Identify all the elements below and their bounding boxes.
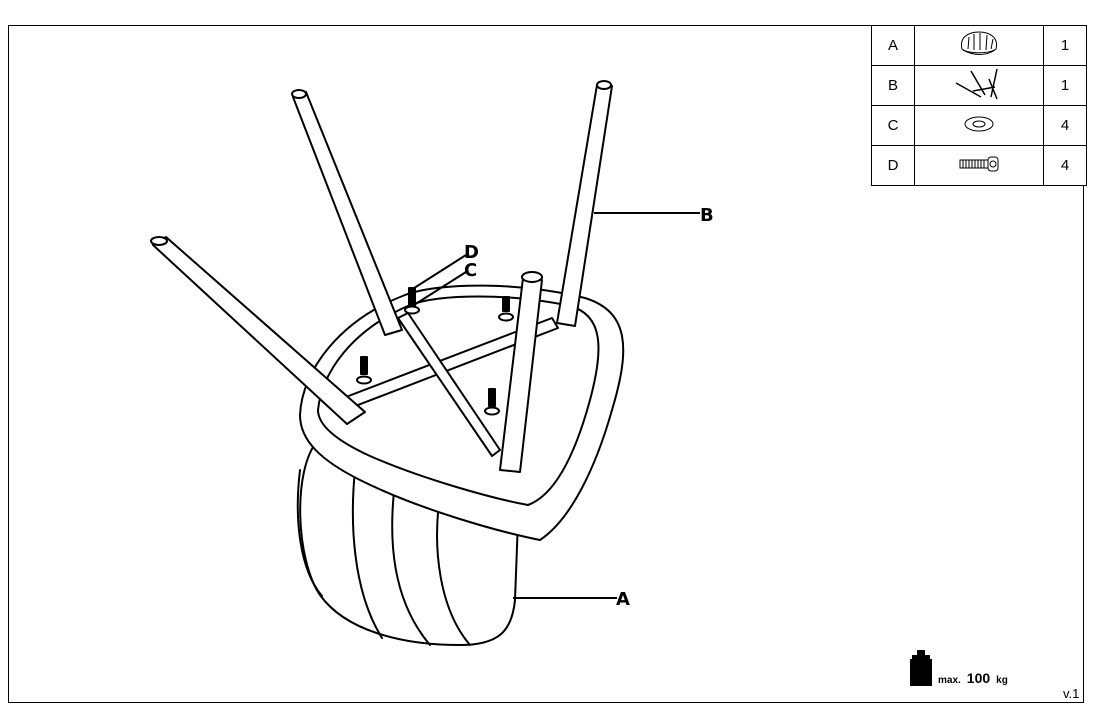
- chair-shell-icon: [960, 30, 998, 55]
- weight-capacity: max. 100 kg: [910, 650, 1008, 686]
- leg-frame-icon: [955, 68, 998, 99]
- callout-c: C: [464, 260, 477, 281]
- part-letter: B: [871, 65, 915, 106]
- parts-row: C 4: [871, 105, 1087, 146]
- drawing-frame: [8, 25, 1084, 703]
- callout-a: A: [616, 589, 630, 610]
- weight-icon: [910, 650, 932, 686]
- part-letter: D: [871, 145, 915, 186]
- part-image: [914, 105, 1044, 146]
- bolt-icon: [959, 156, 999, 171]
- parts-row: D 4: [871, 145, 1087, 186]
- part-quantity: 4: [1043, 145, 1087, 186]
- part-image: [914, 65, 1044, 106]
- part-letter: C: [871, 105, 915, 146]
- parts-table: A 1 B 1 C 4 D: [871, 25, 1087, 186]
- part-quantity: 1: [1043, 25, 1087, 66]
- part-letter: A: [871, 25, 915, 66]
- version-label: v.1: [1063, 686, 1080, 701]
- part-quantity: 1: [1043, 65, 1087, 106]
- leg-front-left: [152, 236, 366, 425]
- parts-row: B 1: [871, 65, 1087, 106]
- leg-back-left: [292, 91, 403, 336]
- capacity-unit: kg: [996, 675, 1008, 686]
- callout-d: D: [464, 242, 479, 263]
- capacity-value: 100: [966, 670, 991, 686]
- part-image: [914, 25, 1044, 66]
- capacity-prefix: max.: [938, 675, 961, 686]
- parts-row: A 1: [871, 25, 1087, 66]
- part-image: [914, 145, 1044, 186]
- part-quantity: 4: [1043, 105, 1087, 146]
- washer-icon: [964, 116, 994, 131]
- callout-b: B: [700, 205, 714, 226]
- leg-back-right: [556, 84, 613, 327]
